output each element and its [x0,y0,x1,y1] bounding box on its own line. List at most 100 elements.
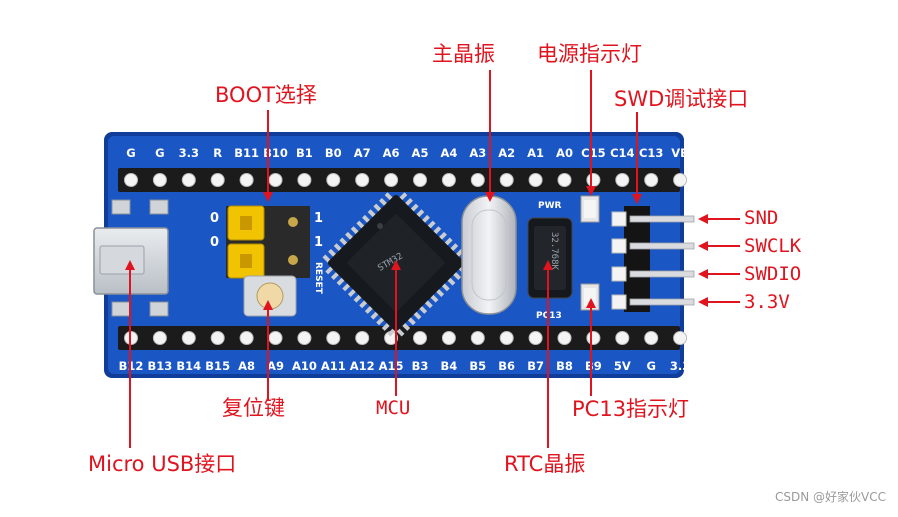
bottom-pin-label: B13 [148,359,173,373]
bottom-pin-label: G [646,359,655,373]
top-pin-hole [326,173,341,187]
top-pin-hole [586,173,601,187]
bottom-pin-hole [470,331,485,345]
boot-mark-0a: 0 [210,211,219,226]
top-pin-hole [441,173,456,187]
label-main-crystal: 主晶振 [432,42,495,66]
bottom-pin-hole [528,331,543,345]
bottom-pin-label: B7 [527,359,544,373]
bottom-pin-label: A10 [292,359,317,373]
main-crystal [461,195,517,315]
bottom-pin-hole [413,331,427,345]
top-pin-hole [499,173,514,187]
bottom-pin-hole [152,331,167,345]
top-pin-label: A5 [412,146,429,160]
label-rtc-crystal: RTC晶振 [504,452,586,476]
top-pin-label: A1 [527,146,544,160]
bottom-pin-hole [181,331,196,345]
boot-mark-1a: 1 [314,211,323,226]
bottom-pin-hole [355,331,370,345]
top-pin-hole [152,173,167,187]
top-pin-label: A0 [556,146,573,160]
top-pin-label: B1 [296,146,313,160]
top-pin-hole [355,173,370,187]
top-pin-label: A4 [440,146,457,160]
bottom-pin-hole [326,331,341,345]
top-pin-hole [124,173,138,187]
label-3-3v: 3.3V [744,291,790,313]
label-snd: SND [744,207,779,229]
bottom-pin-label: A11 [321,359,346,373]
pwr-text: PWR [538,201,562,211]
power-led [580,195,600,223]
top-pin-hole [644,173,659,187]
top-pin-label: VB [671,146,689,160]
top-pin-hole [210,173,225,187]
top-pin-label: A3 [469,146,486,160]
bottom-pin-hole [297,331,312,345]
svg-text:32.768K: 32.768K [549,232,559,271]
bottom-pin-label: B3 [412,359,429,373]
bottom-pin-hole [557,331,572,345]
top-pin-hole [268,173,283,187]
top-pin-hole [239,173,254,187]
watermark: CSDN @好家伙VCC [775,490,886,504]
top-pin-hole [470,173,485,187]
bottom-pin-hole [644,331,659,345]
bottom-pin-label: A15 [379,359,404,373]
top-pin-label: A7 [354,146,371,160]
mcu-chip: STM32 [322,192,470,337]
label-swclk: SWCLK [744,235,802,257]
label-reset-key: 复位键 [222,396,285,420]
bottom-pin-label: B8 [556,359,573,373]
label-boot-select: BOOT选择 [215,83,317,107]
top-pin-hole [557,173,572,187]
boot-mark-0b: 0 [210,235,219,250]
top-pin-label: C15 [581,146,605,160]
annotation-arrows [125,70,740,448]
bottom-pin-label: 3.3 [670,359,690,373]
label-mcu: MCU [376,397,411,419]
bottom-pin-hole [673,331,688,345]
bottom-pin-label: B15 [205,359,230,373]
bottom-pin-hole [441,331,456,345]
bottom-pin-label: B5 [469,359,486,373]
bottom-pin-label: B6 [498,359,515,373]
top-pin-hole [673,173,688,187]
label-micro-usb: Micro USB接口 [88,452,237,476]
top-pin-label: C14 [610,146,634,160]
bottom-pin-hole [210,331,225,345]
top-pin-label: G [155,146,164,160]
label-pc13-led: PC13指示灯 [572,397,690,421]
swd-header [611,206,695,312]
micro-usb-connector [93,199,169,317]
top-pin-label: A6 [383,146,400,160]
top-pin-label: B11 [234,146,259,160]
bottom-pin-label: B9 [585,359,602,373]
bottom-pin-hole [239,331,254,345]
boot-jumpers: 0 0 1 1 [210,205,323,279]
top-pin-label: G [126,146,135,160]
bottom-pin-label: A12 [350,359,375,373]
top-pin-label: 3.3 [179,146,199,160]
boot-mark-1b: 1 [314,235,323,250]
top-pin-hole [297,173,312,187]
bottom-pin-label: 5V [614,359,631,373]
bottom-pin-hole [499,331,514,345]
bottom-pin-label: A9 [267,359,284,373]
bottom-pin-header [118,326,688,350]
top-pin-hole [181,173,196,187]
top-pin-label: C13 [639,146,663,160]
label-swd-interface: SWD调试接口 [614,87,749,111]
top-pin-hole [528,173,543,187]
top-pin-label: A2 [498,146,515,160]
label-swdio: SWDIO [744,263,802,285]
bottom-pin-hole [615,331,630,345]
reset-button: RESET [243,262,323,317]
top-pin-hole [413,173,427,187]
bottom-pin-hole [586,331,601,345]
top-pin-label: B10 [263,146,288,160]
